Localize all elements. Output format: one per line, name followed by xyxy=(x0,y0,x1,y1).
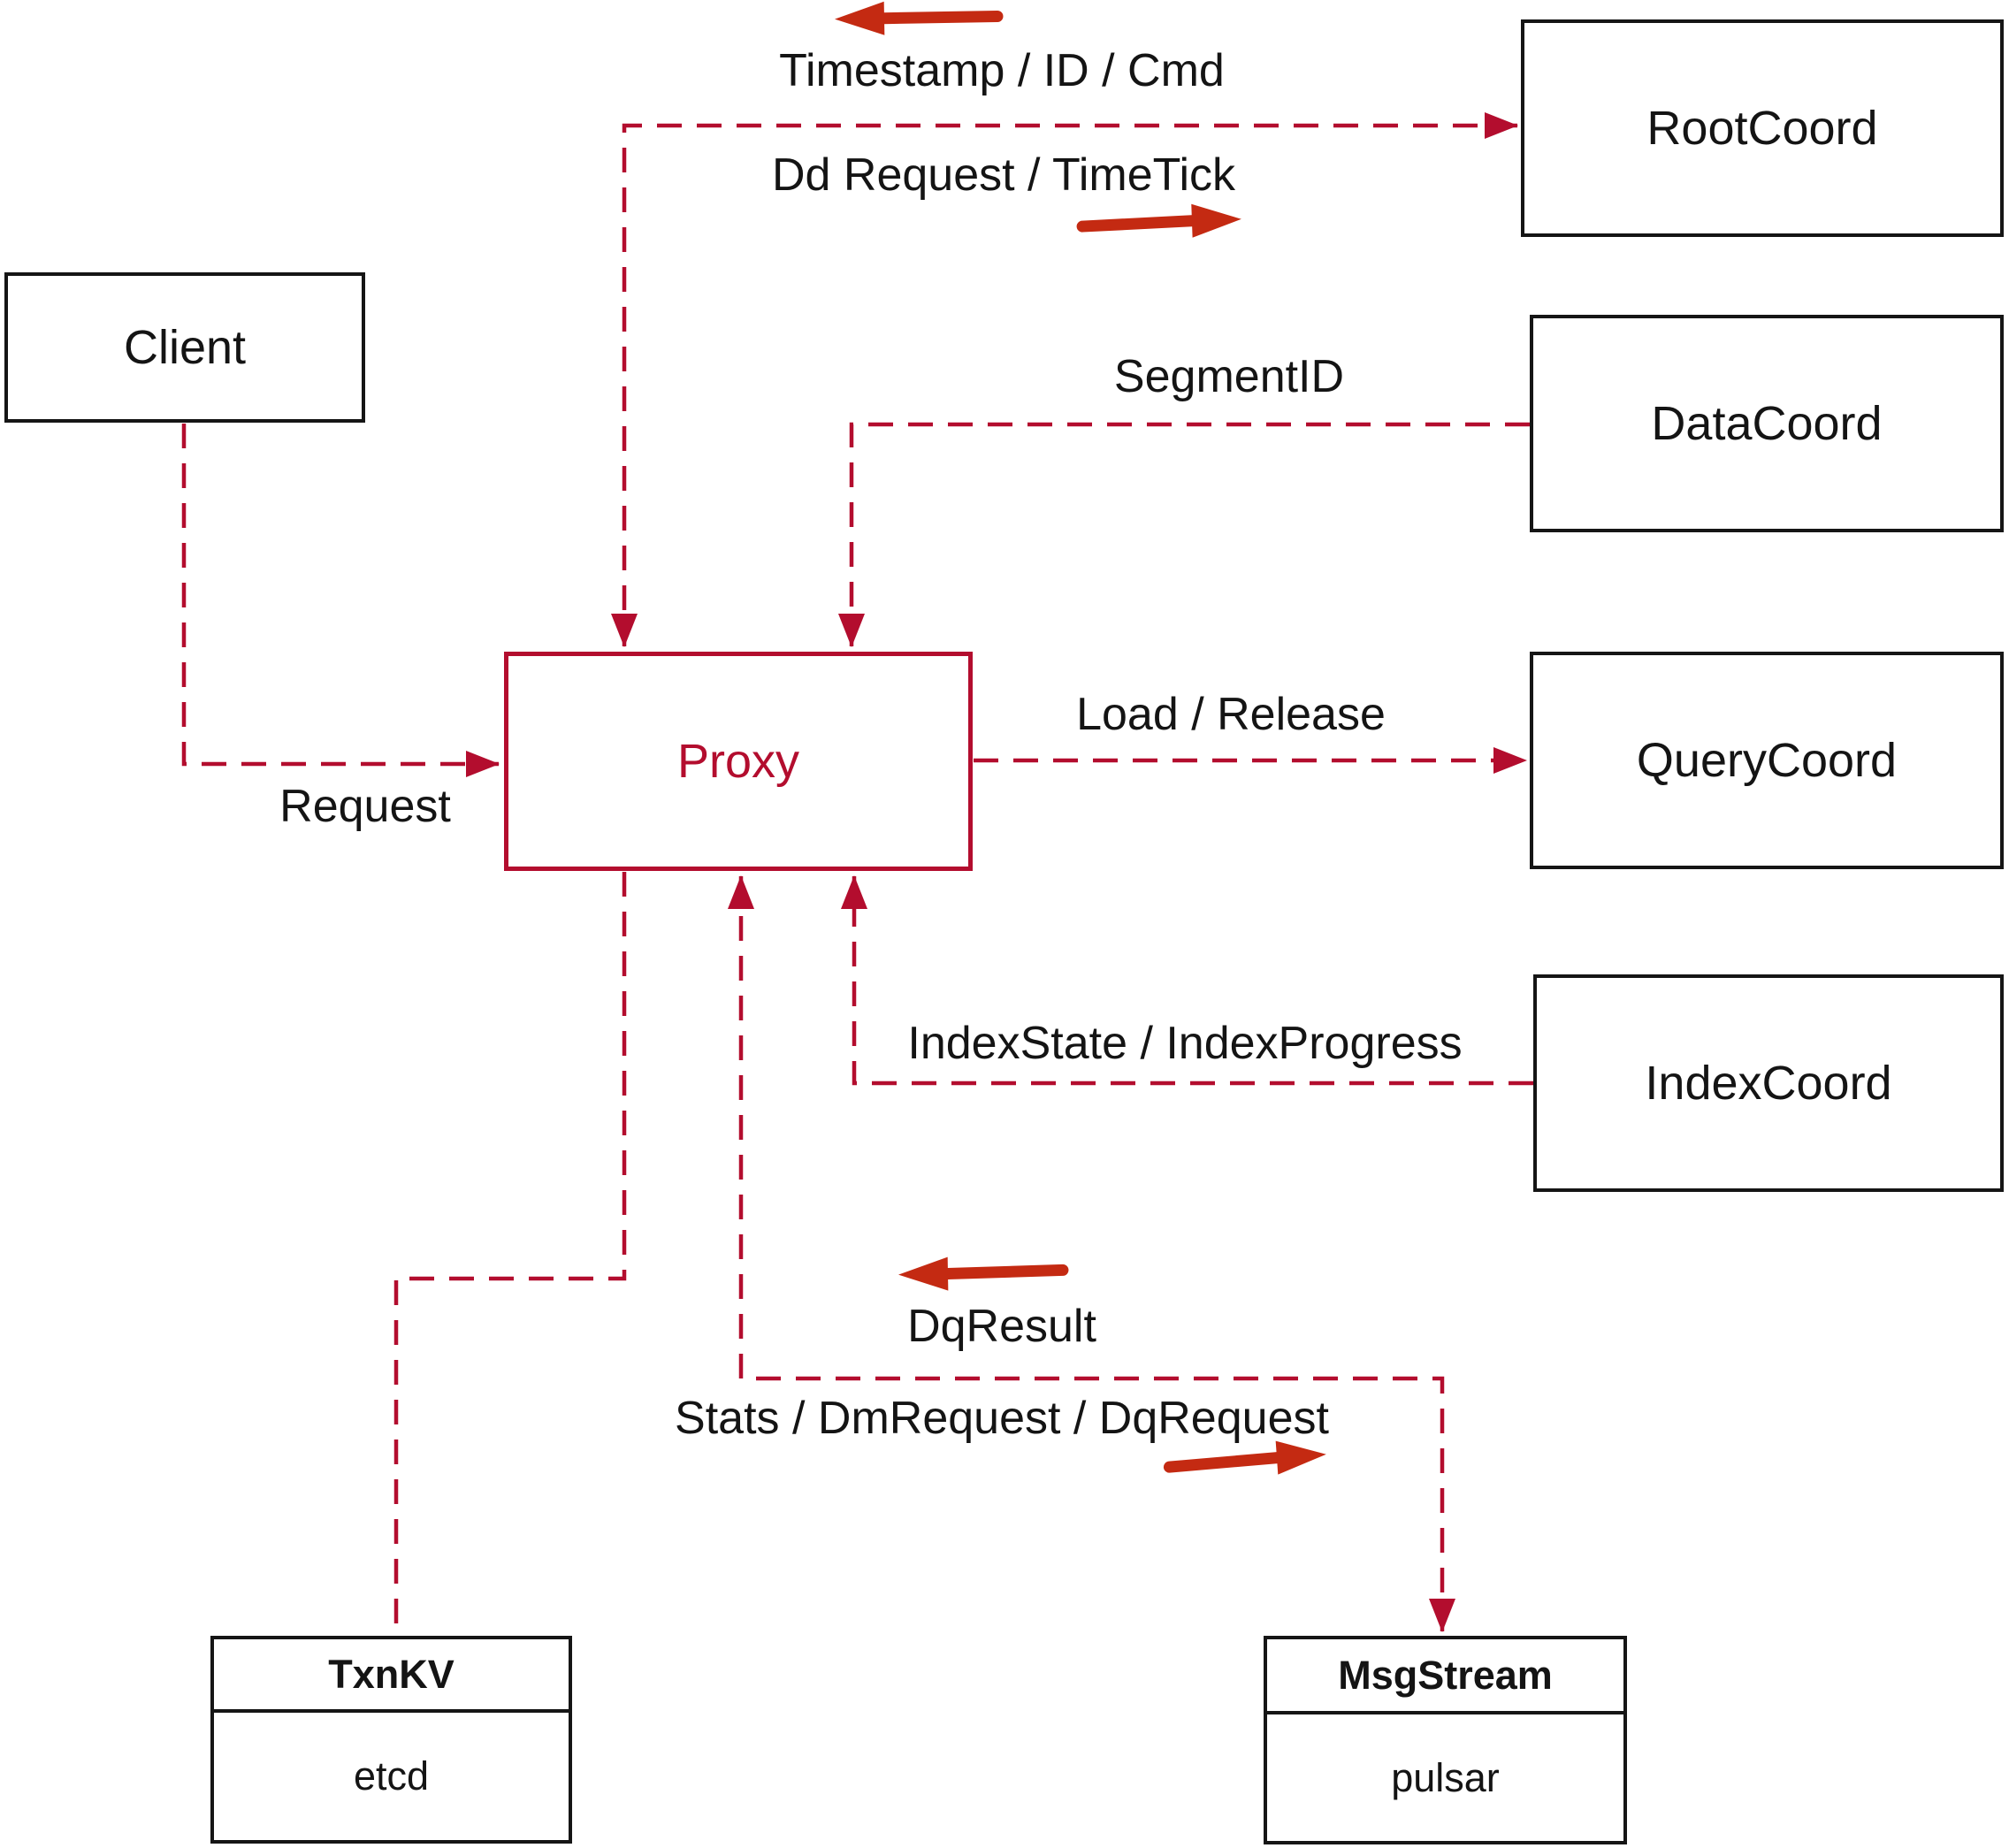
edge-proxy-msgstream xyxy=(728,875,1455,1632)
node-txnkv-impl-text: etcd xyxy=(353,1753,430,1798)
node-proxy-label: Proxy xyxy=(676,735,800,788)
node-txnkv: TxnKV etcd xyxy=(210,1636,572,1844)
node-indexcoord-label: IndexCoord xyxy=(1645,1057,1892,1110)
timestamp-return-arrow-icon xyxy=(835,1,1004,35)
node-msgstream-title-text: MsgStream xyxy=(1338,1652,1553,1698)
label-timestamp-id-cmd: Timestamp / ID / Cmd xyxy=(779,45,1225,96)
node-rootcoord: RootCoord xyxy=(1521,19,2004,237)
label-dqresult: DqResult xyxy=(907,1301,1096,1352)
node-querycoord: QueryCoord xyxy=(1530,652,2004,869)
node-txnkv-title-text: TxnKV xyxy=(328,1651,455,1697)
node-txnkv-body: etcd xyxy=(214,1713,569,1840)
node-datacoord-label: DataCoord xyxy=(1651,397,1883,450)
label-indexstate-indexprogress: IndexState / IndexProgress xyxy=(907,1018,1463,1069)
edge-datacoord-proxy xyxy=(838,422,1530,647)
node-msgstream: MsgStream pulsar xyxy=(1264,1636,1627,1844)
label-segmentid: SegmentID xyxy=(1113,351,1345,402)
label-stats-dmrequest-dqrequest: Stats / DmRequest / DqRequest xyxy=(675,1393,1329,1444)
edge-proxy-rootcoord xyxy=(611,112,1518,647)
label-dd-request-timetick: Dd Request / TimeTick xyxy=(771,149,1236,201)
node-client: Client xyxy=(4,272,365,423)
node-txnkv-title: TxnKV xyxy=(214,1639,569,1713)
dd-request-forward-arrow-icon xyxy=(1076,203,1241,238)
stats-forward-arrow-icon xyxy=(1163,1440,1326,1475)
label-load-release: Load / Release xyxy=(1076,689,1386,740)
dqresult-return-arrow-icon xyxy=(898,1256,1069,1291)
node-msgstream-body: pulsar xyxy=(1267,1714,1623,1841)
node-msgstream-title: MsgStream xyxy=(1267,1639,1623,1714)
node-client-label: Client xyxy=(123,321,247,374)
node-proxy: Proxy xyxy=(504,652,973,871)
node-indexcoord: IndexCoord xyxy=(1533,974,2004,1192)
node-datacoord: DataCoord xyxy=(1530,315,2004,532)
node-rootcoord-label: RootCoord xyxy=(1646,102,1878,155)
label-request: Request xyxy=(279,781,451,832)
node-msgstream-impl-text: pulsar xyxy=(1391,1754,1500,1800)
edge-client-proxy xyxy=(181,424,500,777)
node-querycoord-label: QueryCoord xyxy=(1636,734,1898,787)
edge-proxy-txnkv xyxy=(393,872,627,1635)
